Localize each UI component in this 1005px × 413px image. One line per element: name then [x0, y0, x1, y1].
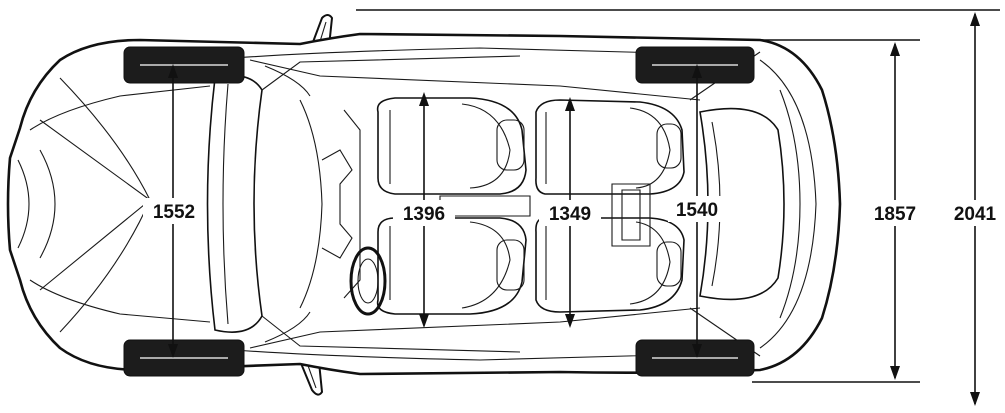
front-seat-bottom [376, 217, 527, 315]
label-front-shoulder: 1396 [403, 204, 445, 225]
rear-seat-top [535, 99, 685, 195]
label-width-with-mirrors: 2041 [954, 204, 997, 225]
rear-center-console [611, 183, 651, 247]
windshield [206, 55, 701, 353]
label-overall-width: 1857 [874, 204, 916, 225]
label-rear-shoulder: 1349 [549, 204, 591, 225]
label-rear-track: 1540 [676, 200, 718, 221]
front-seat-top [376, 97, 527, 195]
label-front-track: 1552 [153, 202, 195, 223]
